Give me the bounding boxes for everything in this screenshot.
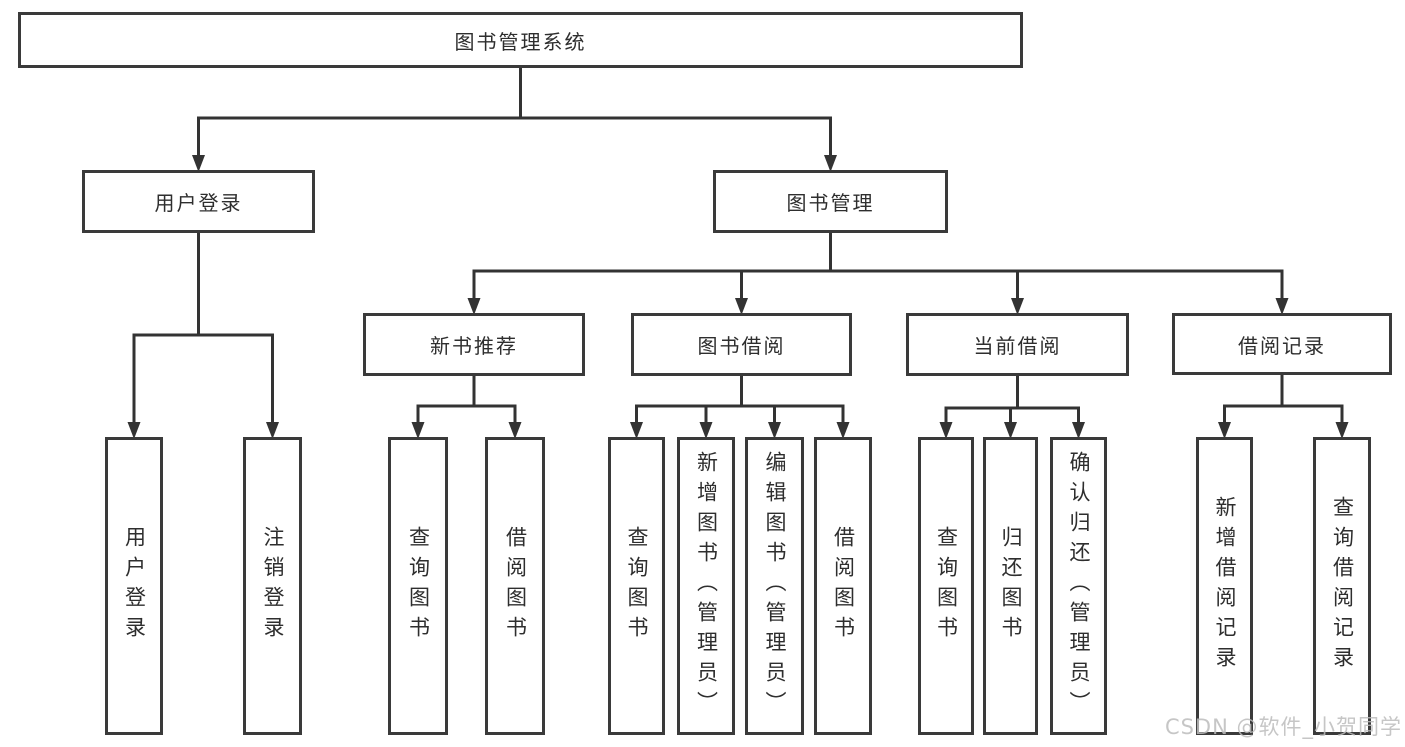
node-label: 查询图书 <box>625 526 649 646</box>
node-label: 编辑图书（管理员） <box>763 451 787 721</box>
node-label: 图书借阅 <box>697 334 786 358</box>
arrowhead-icon <box>939 422 953 439</box>
node-leaf-cb-return: 归还图书 <box>983 437 1038 735</box>
node-label: 当前借阅 <box>973 334 1062 358</box>
node-book-mgmt: 图书管理 <box>713 170 948 233</box>
arrowhead-icon <box>836 422 850 439</box>
node-label: 确认归还（管理员） <box>1067 451 1091 721</box>
node-book-borrow: 图书借阅 <box>631 313 852 376</box>
node-label: 借阅记录 <box>1238 333 1326 358</box>
node-leaf-bb-edit: 编辑图书（管理员） <box>745 437 804 735</box>
node-leaf-cb-confirm: 确认归还（管理员） <box>1050 437 1107 735</box>
arrowhead-icon <box>1004 422 1017 439</box>
node-leaf-cb-query: 查询图书 <box>918 437 974 735</box>
arrowhead-icon <box>508 422 522 439</box>
node-leaf-bb-add: 新增图书（管理员） <box>677 437 735 735</box>
node-label: 新增图书（管理员） <box>694 451 719 721</box>
watermark: CSDN @软件_小贺同学 <box>1164 715 1402 739</box>
node-current-borrow: 当前借阅 <box>906 313 1129 376</box>
arrowhead-icon <box>411 422 425 439</box>
node-user-login: 用户登录 <box>82 170 315 233</box>
node-borrow-record: 借阅记录 <box>1172 313 1392 375</box>
node-label: 归还图书 <box>999 526 1023 646</box>
node-label: 新书推荐 <box>430 334 518 358</box>
node-label: 新增借阅记录 <box>1213 496 1237 676</box>
node-leaf-bb-borrow: 借阅图书 <box>814 437 872 735</box>
node-label: 图书管理系统 <box>454 29 587 54</box>
arrowhead-icon <box>630 422 643 439</box>
arrowhead-icon <box>192 155 205 172</box>
node-leaf-user-login: 用户登录 <box>105 437 163 735</box>
node-label: 查询图书 <box>934 526 959 646</box>
arrowhead-icon <box>1072 422 1085 439</box>
node-root: 图书管理系统 <box>18 12 1023 68</box>
arrowhead-icon <box>1218 422 1231 439</box>
arrowhead-icon <box>699 422 713 439</box>
arrowhead-icon <box>824 155 837 172</box>
node-new-book: 新书推荐 <box>363 313 585 376</box>
node-label: 查询借阅记录 <box>1330 496 1355 676</box>
node-label: 借阅图书 <box>831 526 856 646</box>
arrowhead-icon <box>1275 298 1289 315</box>
node-label: 图书管理 <box>786 191 875 215</box>
node-label: 用户登录 <box>154 191 243 215</box>
node-leaf-nb-query: 查询图书 <box>388 437 448 735</box>
node-leaf-nb-borrow: 借阅图书 <box>485 437 545 735</box>
arrowhead-icon <box>1011 298 1024 315</box>
node-label: 用户登录 <box>122 526 147 646</box>
node-leaf-br-query: 查询借阅记录 <box>1313 437 1371 735</box>
arrowhead-icon <box>266 422 279 439</box>
node-leaf-logout: 注销登录 <box>243 437 302 735</box>
node-leaf-br-add: 新增借阅记录 <box>1196 437 1253 735</box>
node-label: 查询图书 <box>406 526 431 646</box>
arrowhead-icon <box>467 298 481 315</box>
node-label: 借阅图书 <box>503 526 528 646</box>
arrowhead-icon <box>127 422 141 439</box>
node-leaf-bb-query: 查询图书 <box>608 437 665 735</box>
arrowhead-icon <box>768 422 781 439</box>
arrowhead-icon <box>735 298 748 315</box>
node-label: 注销登录 <box>261 526 285 646</box>
arrowhead-icon <box>1335 422 1349 439</box>
